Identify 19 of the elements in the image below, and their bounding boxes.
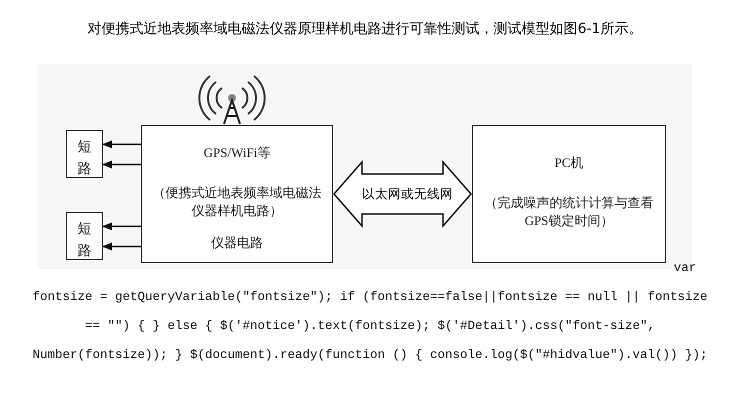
process-box	[66, 130, 103, 178]
arrow	[102, 222, 141, 230]
node-text: 短路	[78, 220, 92, 262]
title: 对便携式近地表频率域电磁法仪器原理样机电路进行可靠性测试，测试模型如图6-1所示。	[88, 21, 642, 37]
node-text: PC机	[554, 154, 584, 172]
node-text: 仪器电路	[210, 234, 264, 252]
node-text: 短路	[78, 138, 92, 180]
code-text: var fontsize = getQueryVariable("fontsize"); if (fontsize==false||fontsize == null || fontsize == "") { } else { $('#notice').text(fontsize); $('#Detail').css("font-size", Number(fontsize)); } $(document).ready(function () { console.log($("#hidvalue").val()) });	[32, 261, 708, 362]
node-text: GPS/WiFi等	[202, 144, 272, 162]
process-box	[66, 212, 103, 260]
arrow	[102, 140, 141, 148]
arrow	[102, 160, 141, 169]
arrow	[102, 242, 141, 251]
process-box	[472, 125, 666, 263]
double-block-arrow	[333, 160, 472, 228]
process-box	[141, 125, 333, 263]
node-text: （便携式近地表频率域电磁法仪器样机电路）	[152, 184, 322, 220]
edge-label: 以太网或无线网	[362, 187, 453, 201]
node-text: （完成噪声的统计计算与查看GPS锁定时间）	[484, 194, 654, 230]
